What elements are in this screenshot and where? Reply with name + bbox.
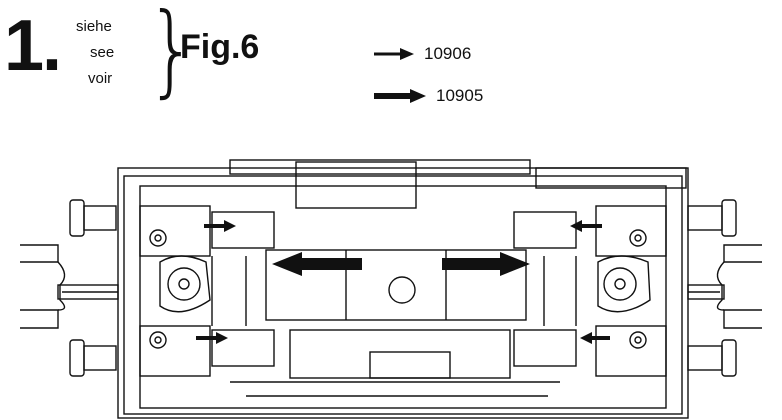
left-bogie bbox=[139, 205, 275, 377]
left-couplers bbox=[20, 244, 119, 329]
thin-arrow-2 bbox=[196, 336, 218, 340]
thin-arrow-4-head bbox=[580, 332, 592, 344]
step-number: 1. bbox=[4, 6, 62, 86]
center-frame bbox=[230, 249, 560, 397]
buffers-right bbox=[687, 199, 737, 377]
legend-label-10906: 10906 bbox=[424, 44, 472, 63]
thick-arrow-right-head bbox=[500, 252, 530, 276]
lang-de: siehe bbox=[76, 18, 112, 35]
arrows bbox=[196, 220, 610, 344]
thin-arrow-3 bbox=[580, 224, 602, 228]
legend-label-10905: 10905 bbox=[436, 86, 484, 105]
thin-arrow-2-head bbox=[216, 332, 228, 344]
brace: } bbox=[146, 0, 198, 108]
thick-arrow-icon bbox=[374, 89, 426, 103]
right-couplers bbox=[687, 244, 762, 329]
thin-arrow-4 bbox=[590, 336, 610, 340]
legend-row-thin: 10906 bbox=[374, 44, 471, 64]
body-outline bbox=[117, 159, 689, 419]
legend-row-thick: 10905 bbox=[374, 86, 483, 106]
thick-arrow-left-shaft bbox=[300, 258, 362, 270]
lang-fr: voir bbox=[88, 70, 113, 87]
thick-arrow-right-shaft bbox=[442, 258, 502, 270]
right-bogie bbox=[513, 205, 667, 377]
figure-reference: Fig.6 bbox=[180, 28, 260, 66]
thin-arrow-1 bbox=[204, 224, 226, 228]
thick-arrow-left-head bbox=[272, 252, 302, 276]
buffers-left bbox=[69, 199, 117, 377]
lang-en: see bbox=[90, 44, 115, 61]
thin-arrow-icon bbox=[374, 48, 414, 60]
thin-arrow-1-head bbox=[224, 220, 236, 232]
thin-arrow-3-head bbox=[570, 220, 582, 232]
